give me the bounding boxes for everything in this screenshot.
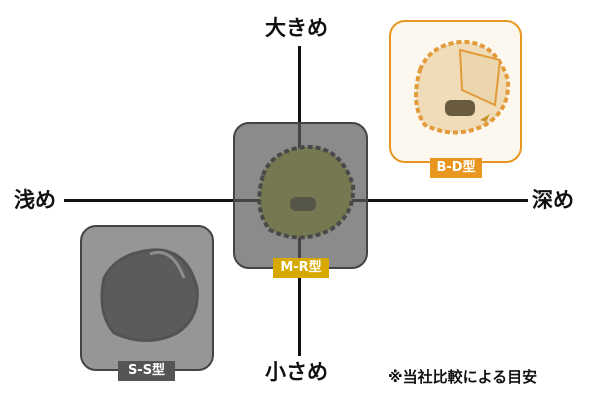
ss-type-card [80, 225, 214, 371]
ss-type-label: S-S型 [118, 361, 175, 381]
axis-label-left: 浅め [14, 188, 56, 212]
axis-label-top: 大きめ [265, 16, 328, 40]
axis-label-right: 深め [532, 188, 574, 212]
bd-glove-image [414, 39, 511, 135]
mr-type-card [233, 122, 368, 269]
axis-label-bottom: 小さめ [265, 360, 328, 384]
comparison-note: ※当社比較による目安 [388, 368, 538, 386]
bd-type-label: B-D型 [430, 158, 482, 178]
mr-type-label: M-R型 [273, 258, 329, 278]
